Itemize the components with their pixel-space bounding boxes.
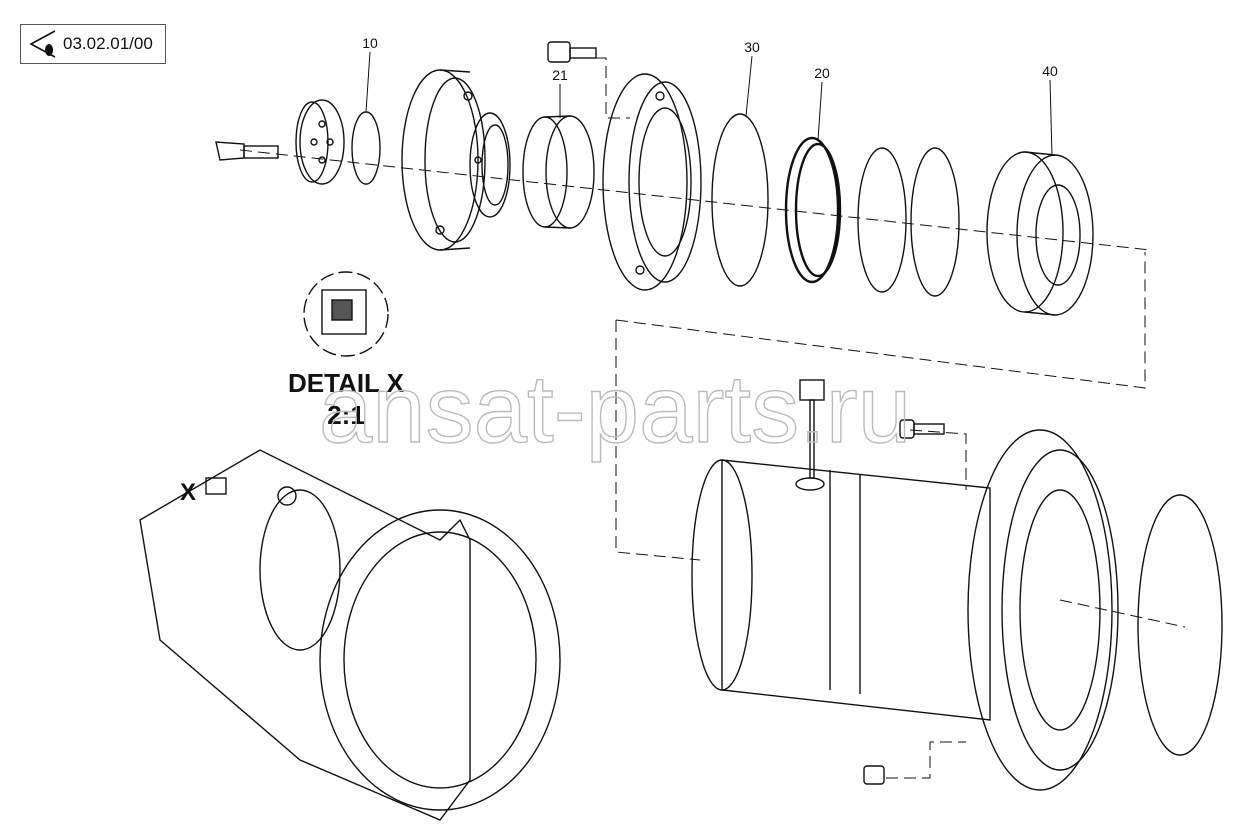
part-20-seal bbox=[784, 136, 842, 284]
bolt-left bbox=[215, 141, 279, 161]
reference-code: 03.02.01/00 bbox=[63, 34, 153, 53]
part-10-disc bbox=[295, 99, 345, 185]
callout-10: 10 bbox=[362, 35, 378, 51]
part-30-ring bbox=[711, 113, 769, 287]
callout-leaders bbox=[365, 51, 1053, 157]
watermark-text: ansat-parts.ru bbox=[319, 356, 911, 463]
bearing-cover bbox=[602, 73, 702, 291]
cap-screw-top bbox=[547, 41, 597, 63]
part-40-bearing bbox=[986, 151, 1094, 316]
view-eye-icon bbox=[29, 30, 56, 58]
cutaway-assembly bbox=[139, 449, 561, 821]
callout-30: 30 bbox=[744, 39, 760, 55]
callout-21: 21 bbox=[552, 67, 568, 83]
detail-title: DETAIL X bbox=[288, 368, 405, 398]
retaining-ring-1 bbox=[857, 147, 907, 293]
part-10-o-ring bbox=[351, 111, 381, 185]
detail-scale: 2:1 bbox=[327, 400, 365, 430]
callout-20: 20 bbox=[814, 65, 830, 81]
reference-box: 03.02.01/00 bbox=[20, 24, 166, 64]
assembly-axis-lines bbox=[239, 57, 1186, 779]
detail-marker: X bbox=[180, 479, 196, 506]
callout-40: 40 bbox=[1042, 63, 1058, 79]
part-21-sleeve bbox=[522, 115, 595, 229]
flanged-hub bbox=[401, 69, 511, 251]
housing-assembly bbox=[691, 379, 1223, 791]
retaining-ring-2 bbox=[910, 147, 960, 297]
detail-x-view bbox=[303, 271, 389, 357]
